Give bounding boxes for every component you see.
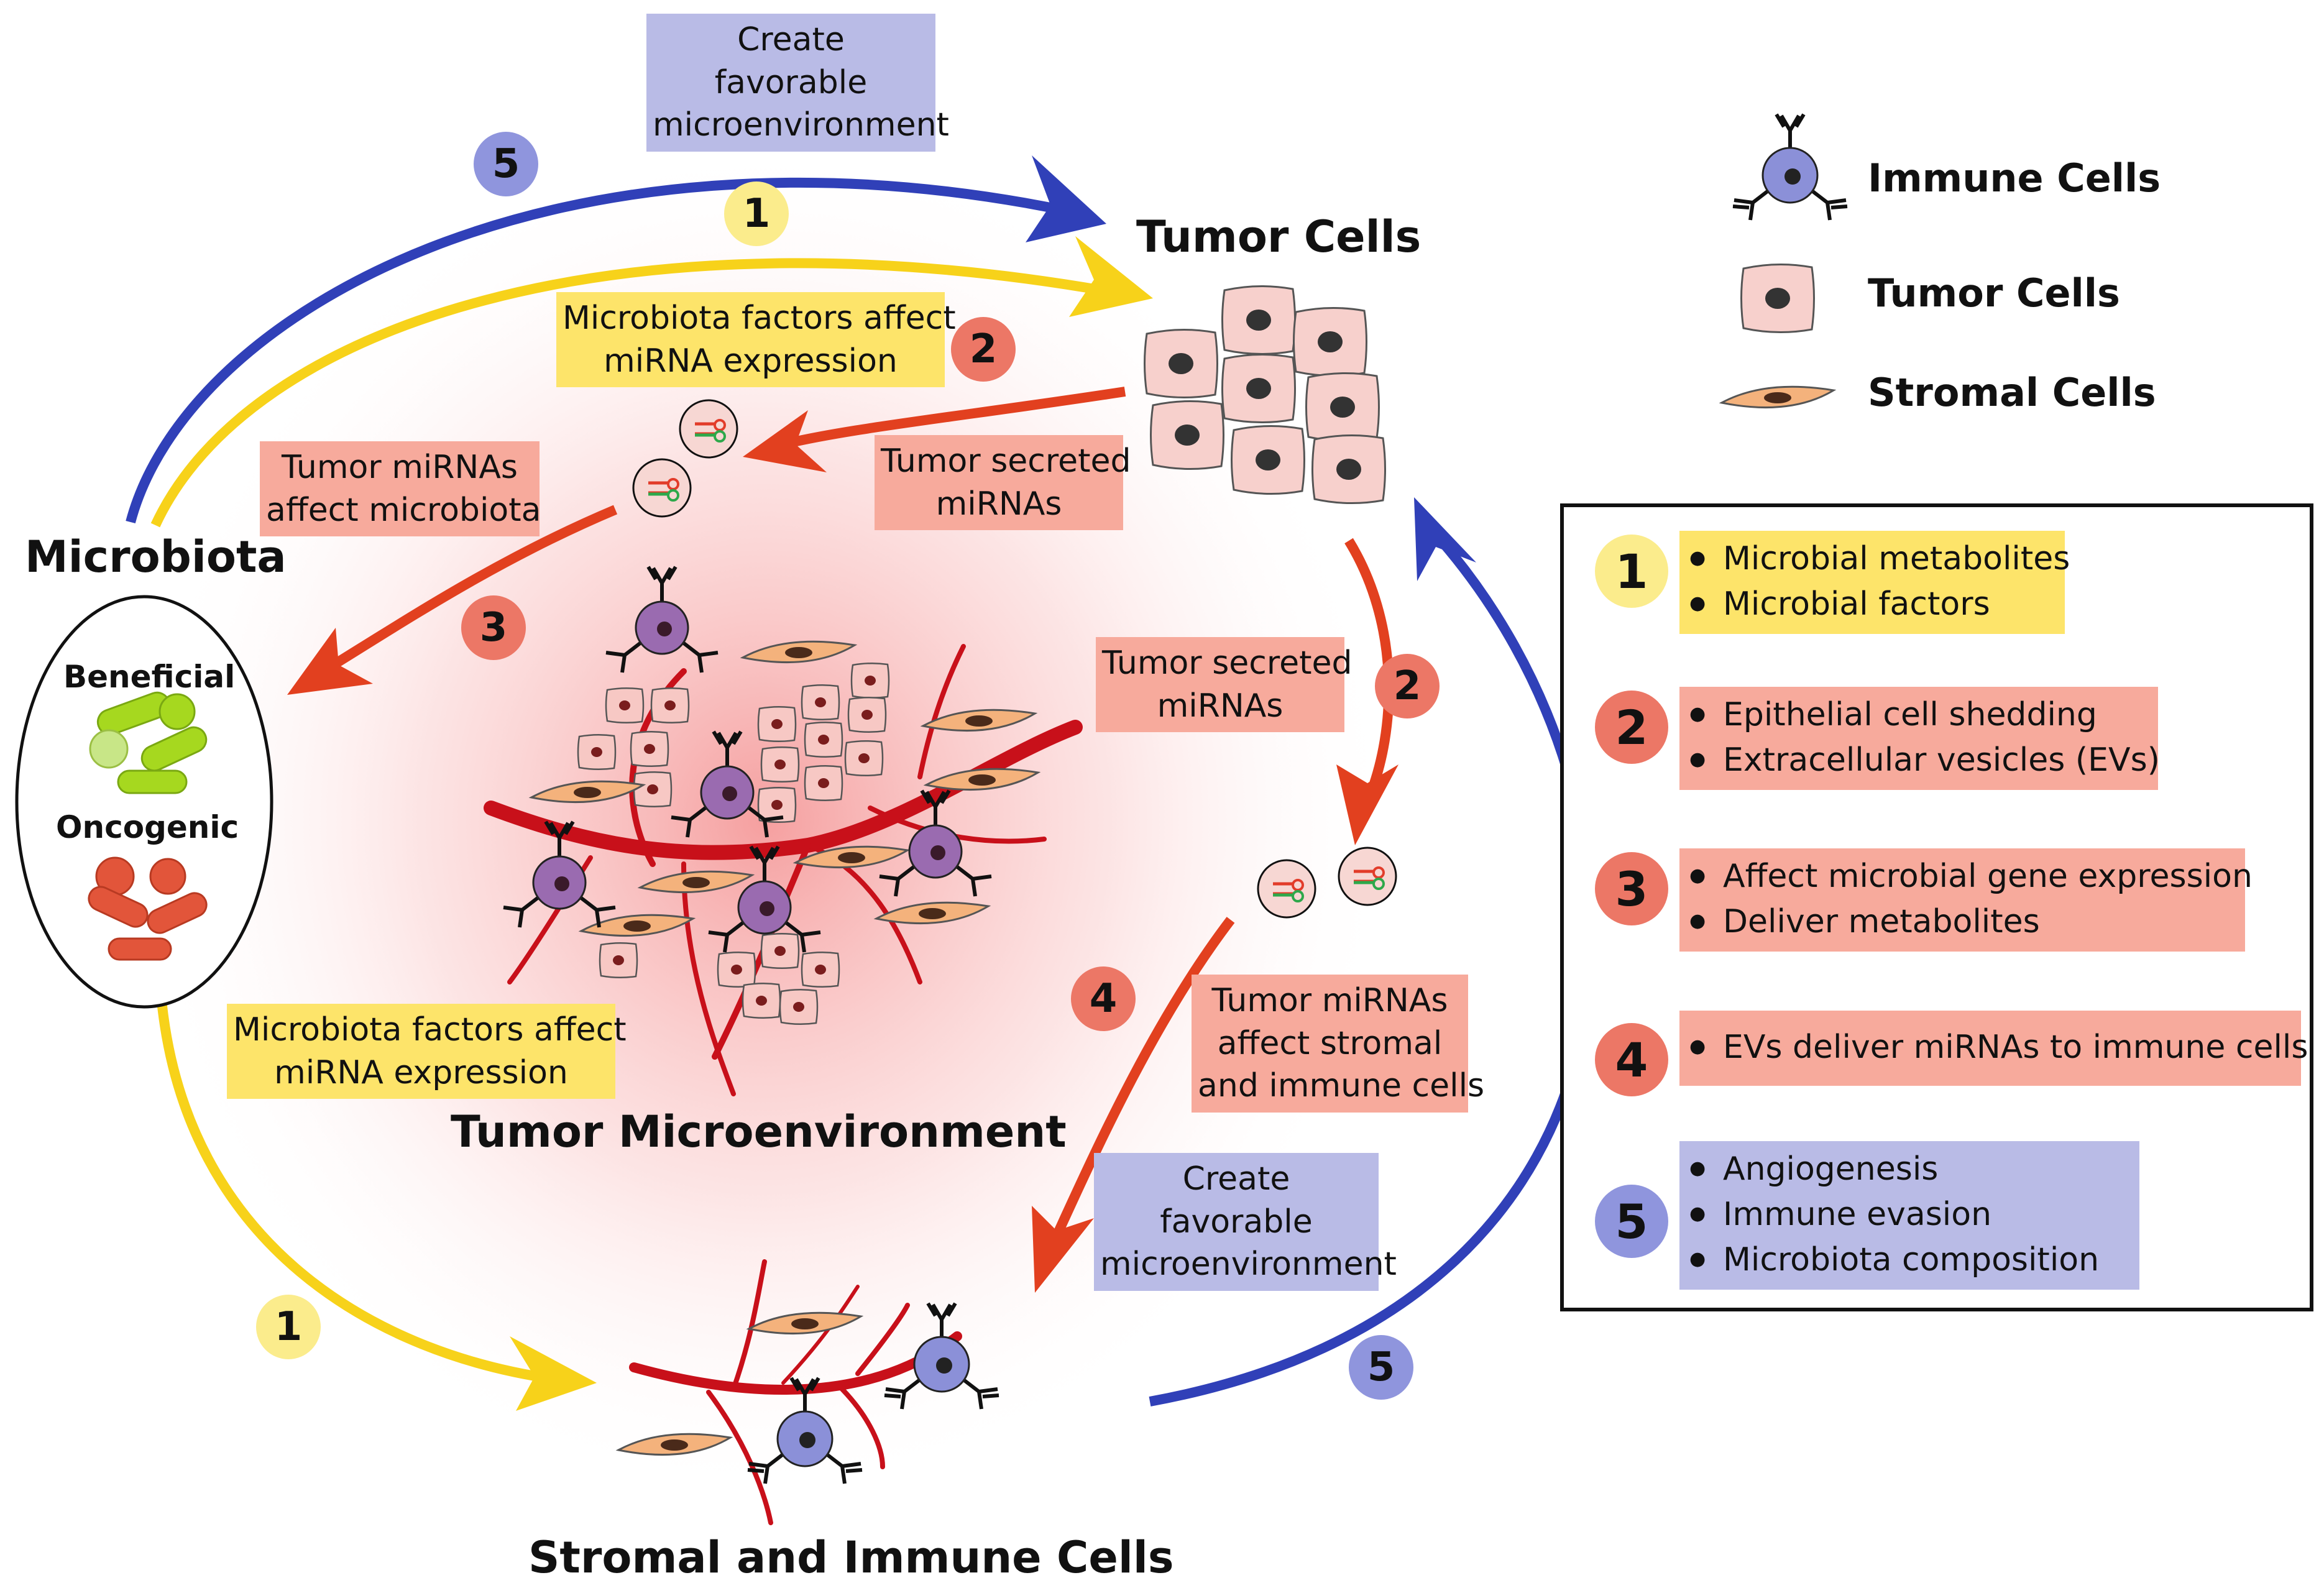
legend-tumor-cells: Tumor Cells bbox=[1868, 270, 2120, 316]
key-box-4: EVs deliver miRNAs to immune cells bbox=[1679, 1011, 2308, 1086]
arrowhead-5-top bbox=[1026, 155, 1106, 242]
key-item: EVs deliver miRNAs to immune cells bbox=[1689, 1026, 2308, 1071]
label-oncogenic: Oncogenic bbox=[56, 809, 239, 845]
key-item: Microbial factors bbox=[1689, 582, 2055, 628]
key-item: Microbiota composition bbox=[1689, 1238, 2129, 1283]
legend-immune-icon bbox=[1733, 114, 1847, 220]
arrowhead-1-top bbox=[1069, 236, 1153, 317]
legend-stromal-cells: Stromal Cells bbox=[1868, 370, 2156, 415]
key-box-1: Microbial metabolites Microbial factors bbox=[1679, 531, 2070, 634]
badge-2-top: 2 bbox=[951, 317, 1016, 382]
microbiota-oval bbox=[15, 595, 273, 1009]
beneficial-bacteria-icon bbox=[89, 691, 208, 794]
badge-5-bottom: 5 bbox=[1349, 1335, 1413, 1400]
arrowhead-1-bottom bbox=[510, 1336, 597, 1411]
arrow-1-top bbox=[150, 258, 1114, 528]
key-item: Immune evasion bbox=[1689, 1193, 2129, 1238]
key-item: Extracellular vesicles (EVs) bbox=[1689, 738, 2160, 784]
arrow-3 bbox=[320, 505, 618, 676]
key-item: Angiogenesis bbox=[1689, 1147, 2129, 1193]
legend-immune-cells: Immune Cells bbox=[1868, 155, 2161, 201]
label-beneficial: Beneficial bbox=[63, 659, 236, 695]
arrowhead-5-bottom bbox=[1414, 497, 1476, 581]
badge-1-bottom: 1 bbox=[256, 1295, 321, 1359]
badge-4: 4 bbox=[1071, 966, 1136, 1031]
arrowhead-2-right bbox=[1336, 764, 1399, 845]
key-item: Deliver metabolites bbox=[1689, 900, 2235, 945]
badge-5-top: 5 bbox=[474, 132, 538, 196]
arrowhead-3 bbox=[287, 628, 373, 695]
key-badge-5: 5 bbox=[1595, 1185, 1668, 1258]
key-box-3: Affect microbial gene expression Deliver… bbox=[1679, 848, 2253, 952]
key-item: Microbial metabolites bbox=[1689, 537, 2070, 582]
key-badge-3: 3 bbox=[1595, 852, 1668, 925]
oncogenic-bacteria-icon bbox=[88, 856, 208, 961]
mechanism-key-box: 1 Microbial metabolites Microbial factor… bbox=[1560, 503, 2313, 1311]
key-box-2: Epithelial cell shedding Extracellular v… bbox=[1679, 687, 2160, 790]
title-stromal-immune-cells: Stromal and Immune Cells bbox=[528, 1532, 1174, 1583]
key-badge-2: 2 bbox=[1595, 691, 1668, 764]
badge-2-right: 2 bbox=[1375, 654, 1440, 718]
arrow-1-bottom bbox=[157, 1000, 561, 1385]
key-badge-1: 1 bbox=[1595, 535, 1668, 608]
title-tumor-cells: Tumor Cells bbox=[1136, 211, 1421, 262]
badge-3: 3 bbox=[461, 595, 526, 660]
key-item: Epithelial cell shedding bbox=[1689, 693, 2148, 738]
legend-tumor-icon bbox=[1740, 263, 1815, 334]
arrow-2-top bbox=[769, 387, 1126, 452]
key-box-5: Angiogenesis Immune evasion Microbiota c… bbox=[1679, 1141, 2139, 1290]
key-badge-4: 4 bbox=[1595, 1023, 1668, 1096]
title-tumor-microenvironment: Tumor Microenvironment bbox=[451, 1106, 1067, 1157]
title-microbiota: Microbiota bbox=[25, 531, 287, 582]
arrowhead-2-top bbox=[743, 410, 827, 472]
arrow-4 bbox=[1045, 917, 1235, 1252]
arrow-5-top bbox=[126, 177, 1070, 524]
badge-1-top: 1 bbox=[724, 181, 789, 246]
arrowhead-4 bbox=[1032, 1206, 1094, 1293]
key-item: Affect microbial gene expression bbox=[1689, 855, 2253, 900]
legend-stromal-icon bbox=[1720, 385, 1835, 409]
